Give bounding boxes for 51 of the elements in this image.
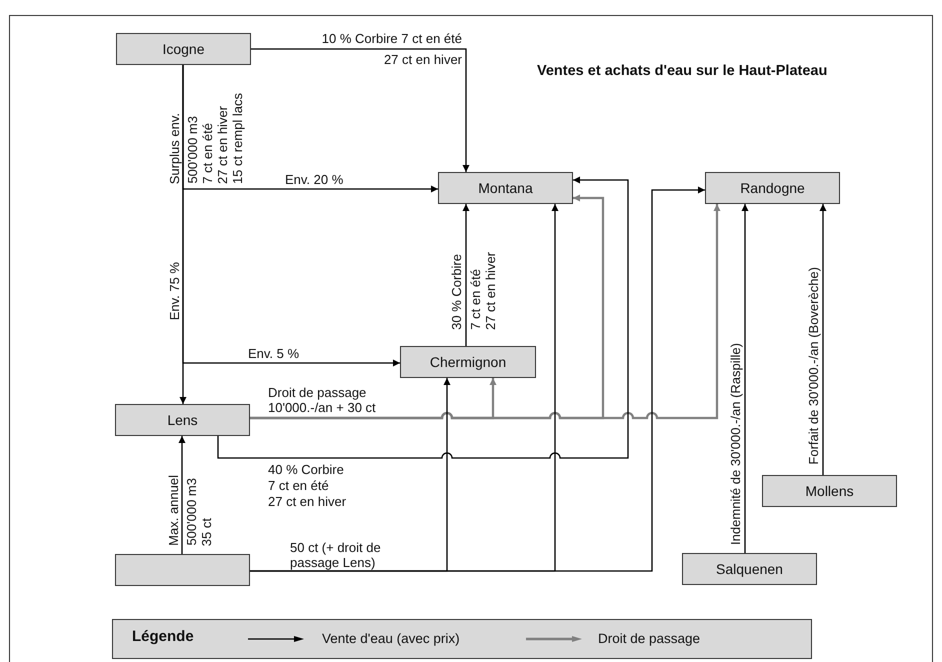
place-box	[682, 553, 817, 585]
arrow	[462, 204, 470, 346]
note-text: 7 ct en été	[268, 478, 329, 493]
legend-title: Légende	[132, 629, 194, 644]
arrow	[178, 436, 186, 554]
arrow	[250, 186, 705, 572]
note-text: 15 ct rempl lacs	[231, 92, 245, 184]
note-text: 27 ct en hiver	[216, 106, 230, 184]
arrow	[217, 176, 629, 459]
edge-label: Max. annuel	[167, 475, 181, 546]
edge-label: 50 ct (+ droit de passage Lens)	[290, 540, 382, 570]
place-name: Icogne	[162, 41, 205, 57]
note-text: Surplus env.	[168, 112, 182, 184]
note-text: 500'000 m3	[186, 116, 200, 184]
edge-label: Env. 20 %	[285, 172, 344, 187]
arrow	[251, 48, 470, 172]
arrow	[250, 204, 720, 420]
place-name: Salquenen	[716, 561, 783, 577]
note-text: 7 ct en été	[201, 123, 215, 184]
place-box	[705, 172, 840, 204]
place-box	[762, 475, 897, 507]
note-text: 27 ct en hiver	[382, 52, 462, 67]
place-box	[116, 33, 251, 65]
arrow	[180, 65, 186, 404]
edge-label: Droit de passage 10'000.-/an + 30 ct	[268, 385, 377, 415]
edge-label: Env. 75 %	[168, 262, 182, 320]
place-name: Randogne	[740, 180, 805, 196]
empty-box	[115, 554, 250, 586]
place-box	[438, 172, 573, 204]
arrow	[742, 204, 748, 553]
place-box	[400, 346, 536, 378]
note-text: 35 ct	[200, 518, 214, 546]
note-text: 27 ct en hiver	[268, 494, 346, 509]
legend-text: Vente d'eau (avec prix)	[322, 631, 460, 646]
place-name: Lens	[167, 412, 198, 428]
place-box	[115, 404, 250, 436]
edge-label: 10 % Corbire 7 ct en été	[320, 31, 462, 46]
edge-label: Forfait de 30'000.-/an (Boverèche)	[807, 267, 821, 465]
place-name: Chermignon	[430, 354, 506, 370]
note-text: 500'000 m3	[185, 478, 199, 546]
place-name: Mollens	[805, 483, 854, 499]
place-name: Montana	[478, 180, 533, 196]
arrow	[820, 204, 826, 475]
note-text: 7 ct en été	[469, 269, 483, 330]
edge-label: Indemnité de 30'000.-/an (Raspille)	[729, 343, 743, 545]
edge-label: 40 % Corbire	[268, 462, 344, 477]
diagram-title: Ventes et achats d'eau sur le Haut-Plateau	[537, 63, 828, 79]
note-text: 27 ct en hiver	[484, 252, 498, 330]
edge-label: 30 % Corbire	[450, 254, 464, 330]
legend-text: Droit de passage	[598, 631, 700, 646]
edge-label: Env. 5 %	[248, 346, 300, 361]
